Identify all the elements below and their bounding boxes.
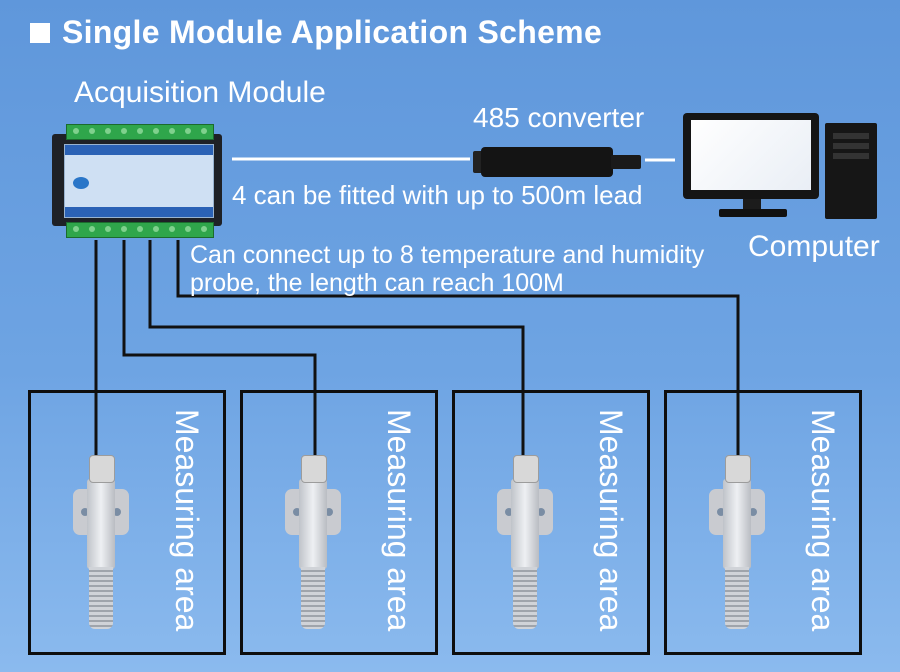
probe-wire-3	[148, 240, 525, 463]
monitor-icon	[683, 113, 819, 199]
module-label: Acquisition Module	[74, 76, 326, 109]
probe-wire-4	[176, 240, 740, 463]
tower-icon	[825, 123, 877, 219]
module-face	[64, 144, 214, 218]
probe-caption-line1: Can connect up to 8 temperature and humi…	[190, 241, 705, 269]
measuring-area-label: Measuring area	[593, 409, 629, 632]
measuring-area-label: Measuring area	[381, 409, 417, 632]
title-square-icon	[30, 22, 50, 43]
module-logo-icon	[73, 177, 89, 189]
page-title: Single Module Application Scheme	[30, 14, 602, 51]
probe-icon	[279, 455, 349, 635]
converter-device	[473, 141, 651, 185]
computer-device	[683, 113, 883, 229]
probe-caption-line2: probe, the length can reach 100M	[190, 269, 564, 297]
measuring-area-2: Measuring area	[240, 390, 438, 655]
measuring-area-4: Measuring area	[664, 390, 862, 655]
probe-icon	[703, 455, 773, 635]
measuring-area-label: Measuring area	[805, 409, 841, 632]
measuring-area-1: Measuring area	[28, 390, 226, 655]
title-text: Single Module Application Scheme	[62, 14, 603, 50]
measuring-area-3: Measuring area	[452, 390, 650, 655]
measuring-area-label: Measuring area	[169, 409, 205, 632]
probe-icon	[67, 455, 137, 635]
converter-label: 485 converter	[473, 102, 645, 133]
acquisition-module	[52, 124, 222, 238]
probe-caption: Can connect up to 8 temperature and humi…	[190, 241, 704, 297]
probe-icon	[491, 455, 561, 635]
lead-caption: 4 can be fitted with up to 500m lead	[232, 180, 643, 210]
probe-wire-2	[122, 240, 317, 463]
computer-label: Computer	[748, 230, 880, 263]
